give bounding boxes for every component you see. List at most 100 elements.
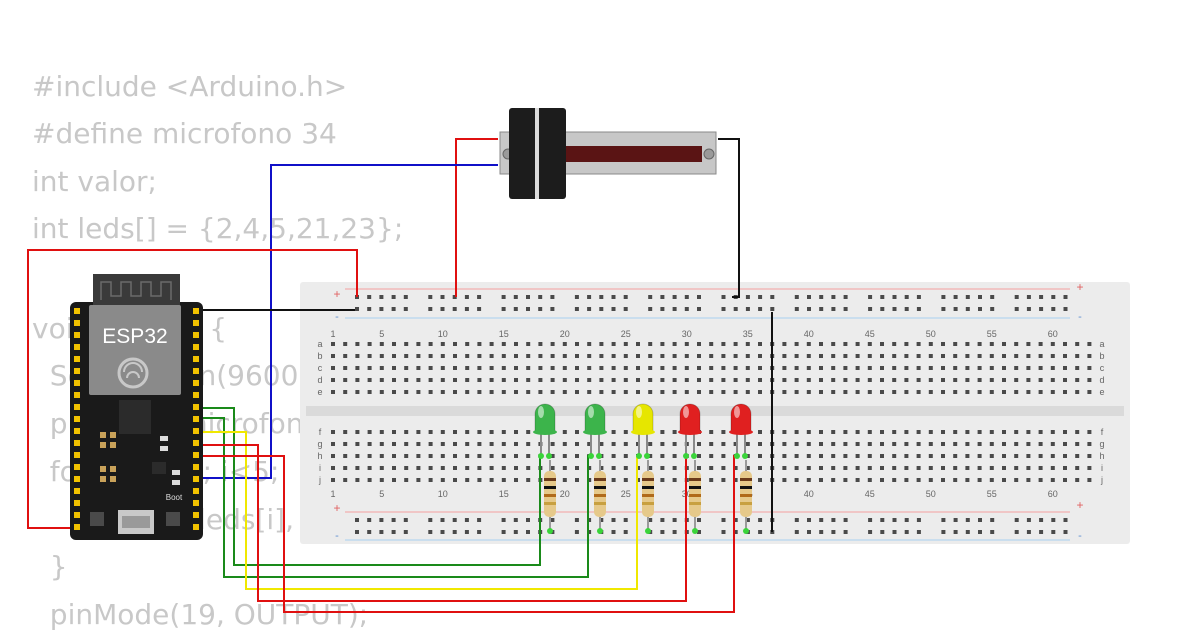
esp32-pin-left[interactable] [74, 332, 80, 338]
breadboard-rail-hole [513, 295, 518, 299]
breadboard-hole [904, 430, 909, 434]
wire-led1[interactable] [200, 407, 541, 566]
esp32-pin-right[interactable] [193, 416, 199, 422]
led-array[interactable] [533, 403, 753, 534]
led-red[interactable] [678, 403, 702, 459]
breadboard-hole [331, 454, 335, 458]
breadboard-hole [623, 454, 628, 458]
esp32-pin-left[interactable] [74, 356, 80, 362]
breadboard-hole [453, 466, 457, 470]
esp32-pin-left[interactable] [74, 392, 80, 398]
led-rim [583, 429, 607, 435]
esp32-pin-right[interactable] [193, 392, 199, 398]
esp32-pin-left[interactable] [74, 464, 80, 470]
breadboard-hole [611, 454, 616, 458]
breadboard-hole [843, 378, 848, 382]
wire-led4[interactable] [200, 444, 687, 602]
esp32-pin-right[interactable] [193, 356, 199, 362]
wire-pot-vcc[interactable] [455, 138, 498, 297]
esp32-pin-left[interactable] [74, 500, 80, 506]
breadboard-hole [697, 378, 701, 382]
slide-potentiometer[interactable] [499, 108, 717, 199]
boot-button[interactable] [166, 512, 180, 526]
esp32-pin-right[interactable] [193, 308, 199, 314]
breadboard-hole [392, 454, 396, 458]
esp32-pin-left[interactable] [74, 428, 80, 434]
breadboard-rail-hole [428, 295, 433, 299]
breadboard-hole [404, 442, 409, 446]
breadboard-hole [477, 442, 482, 446]
resistor-band [689, 486, 701, 489]
led-yellow[interactable] [631, 403, 655, 459]
breadboard-hole [550, 354, 555, 358]
resistor[interactable] [642, 460, 654, 534]
breadboard-hole [733, 442, 738, 446]
esp32-pin-left[interactable] [74, 368, 80, 374]
breadboard-hole [831, 454, 836, 458]
row-label: i [1101, 463, 1103, 473]
breadboard-hole [636, 390, 640, 394]
esp32-pin-right[interactable] [193, 368, 199, 374]
en-button[interactable] [90, 512, 104, 526]
esp32-pin-right[interactable] [193, 500, 199, 506]
esp32-pin-left[interactable] [74, 476, 80, 482]
wire-led2[interactable] [200, 417, 589, 578]
breadboard-hole [453, 366, 457, 370]
breadboard-hole [794, 378, 799, 382]
esp32-pin-left[interactable] [74, 416, 80, 422]
esp32-pin-right[interactable] [193, 512, 199, 518]
breadboard-hole [599, 466, 604, 470]
breadboard-hole [404, 366, 409, 370]
esp32-pin-right[interactable] [193, 452, 199, 458]
esp32-board[interactable]: ESP32 Boot [70, 274, 203, 540]
wire-led5[interactable] [200, 455, 735, 613]
breadboard-hole [587, 466, 592, 470]
esp32-pin-right[interactable] [193, 320, 199, 326]
esp32-pin-right[interactable] [193, 476, 199, 482]
breadboard-hole [392, 466, 396, 470]
esp32-pin-left[interactable] [74, 440, 80, 446]
led-green[interactable] [583, 403, 607, 459]
esp32-pin-left[interactable] [74, 380, 80, 386]
breadboard-hole [880, 390, 884, 394]
esp32-pin-right[interactable] [193, 488, 199, 494]
wire-pot-signal[interactable] [200, 164, 498, 479]
breadboard-hole [672, 466, 677, 470]
breadboard-hole [514, 466, 518, 470]
esp32-pin-right[interactable] [193, 464, 199, 470]
led-red[interactable] [729, 403, 753, 459]
esp32-pin-right[interactable] [193, 440, 199, 446]
esp32-pin-left[interactable] [74, 344, 80, 350]
breadboard-hole [1075, 454, 1080, 458]
breadboard-hole [794, 442, 799, 446]
esp32-pin-left[interactable] [74, 488, 80, 494]
wire-pot-gnd[interactable] [718, 138, 740, 298]
esp32-pin-left[interactable] [74, 320, 80, 326]
led-green[interactable] [533, 403, 557, 459]
esp32-pin-right[interactable] [193, 380, 199, 386]
esp32-pin-left[interactable] [74, 308, 80, 314]
esp32-pin-left[interactable] [74, 404, 80, 410]
esp32-pin-right[interactable] [193, 428, 199, 434]
breadboard-rail-hole [880, 295, 885, 299]
esp32-pin-right[interactable] [193, 344, 199, 350]
wire-board-3v3[interactable] [27, 249, 358, 529]
esp32-pin-right[interactable] [193, 524, 199, 530]
esp32-pin-right[interactable] [193, 404, 199, 410]
breadboard-hole [514, 478, 518, 482]
resistor[interactable] [544, 460, 556, 534]
breadboard-hole [587, 442, 592, 446]
wire-led3[interactable] [200, 431, 638, 590]
esp32-pin-right[interactable] [193, 332, 199, 338]
led-highlight [683, 406, 689, 418]
esp32-pin-left[interactable] [74, 512, 80, 518]
resistor[interactable] [594, 460, 606, 534]
esp32-pin-headers[interactable] [74, 308, 199, 530]
resistor[interactable] [689, 460, 701, 534]
esp32-pin-left[interactable] [74, 452, 80, 458]
resistor[interactable] [740, 460, 752, 534]
breadboard[interactable]: 1155101015152020252530303535404045455050… [300, 280, 1130, 544]
breadboard-hole [672, 378, 677, 382]
esp32-pin-left[interactable] [74, 524, 80, 530]
